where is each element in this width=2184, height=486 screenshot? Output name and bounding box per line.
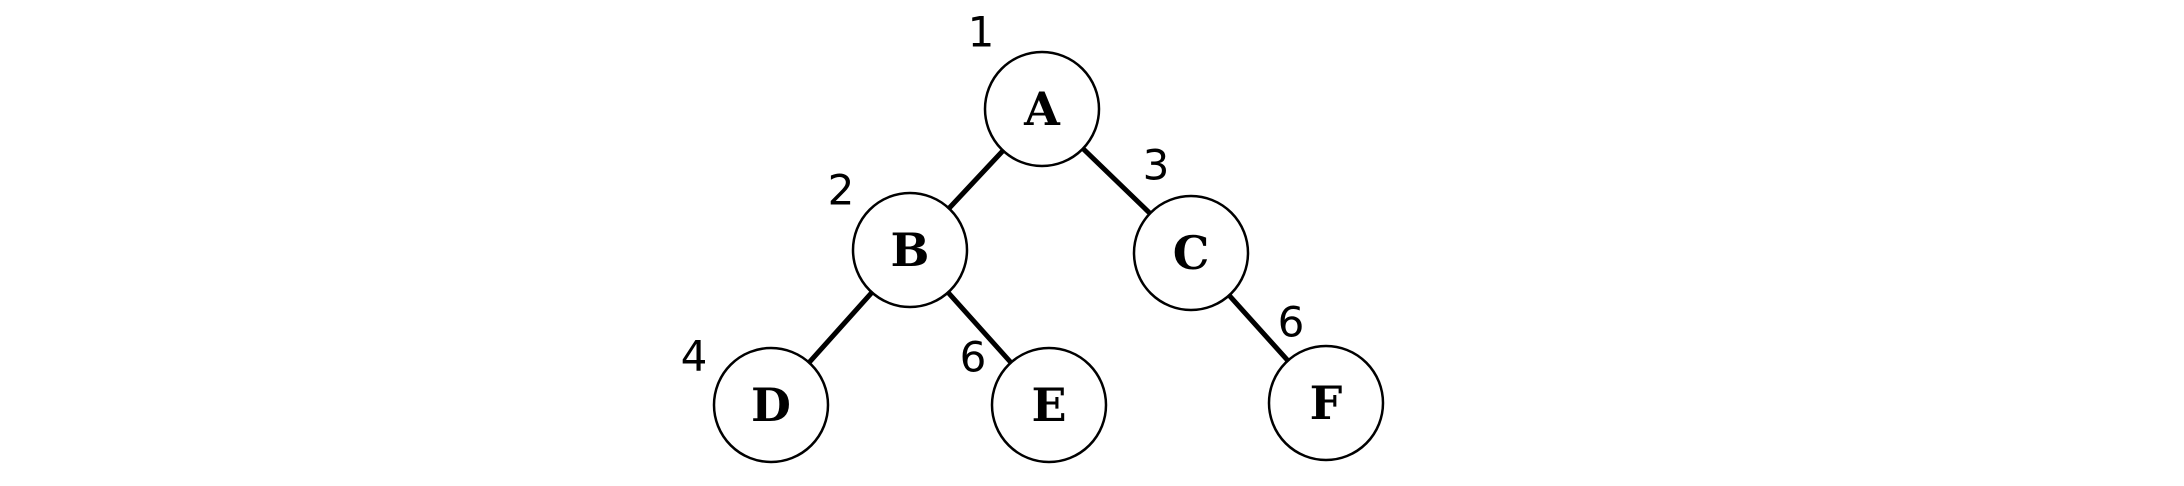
node-circle-D [712,346,830,464]
node-annotation-C: 3 [1143,141,1170,190]
node-E: E6 [960,333,1108,464]
node-annotation-F: 6 [1278,298,1305,347]
node-circle-E [990,346,1108,464]
node-label-E: E [1031,378,1066,432]
node-annotation-A: 1 [968,8,995,57]
node-A: A1 [968,8,1101,168]
node-C: C3 [1132,141,1250,312]
node-label-F: F [1310,376,1343,430]
node-circle-C [1132,194,1250,312]
node-circle-B [851,191,969,309]
node-label-B: B [891,223,930,277]
node-B: B2 [828,166,969,309]
node-label-C: C [1173,226,1210,280]
node-circle-A [983,50,1101,168]
node-label-A: A [1023,82,1061,136]
node-annotation-B: 2 [828,166,855,215]
node-annotation-D: 4 [681,332,708,381]
node-D: D4 [681,332,830,464]
node-F: F6 [1267,298,1385,462]
node-annotation-E: 6 [960,333,987,382]
node-label-D: D [751,378,791,432]
node-circle-F [1267,344,1385,462]
